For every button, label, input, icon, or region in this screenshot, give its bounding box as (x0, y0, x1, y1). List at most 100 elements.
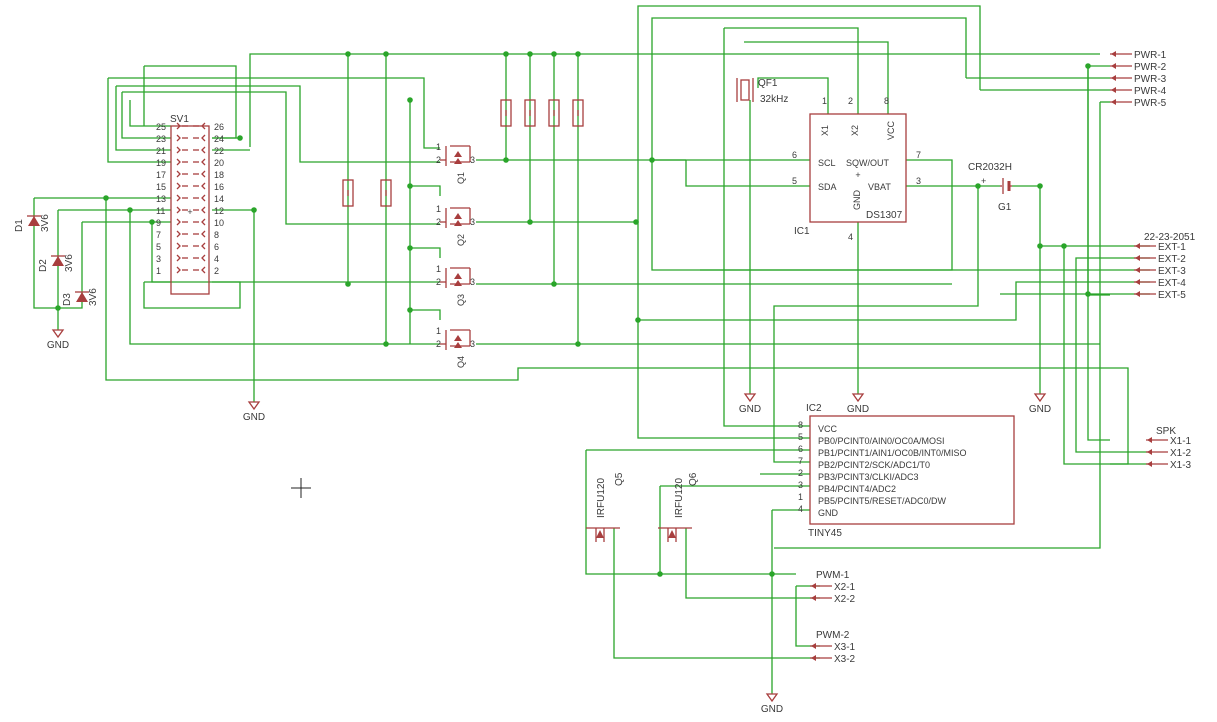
ic1-pinnum-3: 3 (916, 176, 921, 186)
pwr-pin: PWR-4 (1110, 86, 1167, 97)
ext-pin-label: EXT-2 (1158, 254, 1186, 265)
d1-ref: D1 (14, 219, 25, 232)
ic1-pin-sda: SDA (818, 182, 837, 192)
sv1-pin-chevron (176, 230, 181, 238)
ext-pin: EXT-3 (1134, 266, 1186, 277)
gnd-label: GND (761, 704, 783, 715)
mosfet-pin-label: 1 (436, 326, 441, 336)
sv1-pin-chevron (176, 134, 181, 142)
spk-pin: X1-2 (1146, 448, 1192, 459)
resistor-4 (572, 99, 584, 127)
ic1-plus: + (855, 170, 860, 180)
spk-pin: X1-3 (1146, 460, 1192, 471)
pwm1-pin: X2-2 (810, 594, 856, 605)
connectors: PWR-1PWR-2PWR-3PWR-4PWR-5EXT-1EXT-2EXT-3… (810, 50, 1196, 665)
ext-pin-label: EXT-4 (1158, 278, 1186, 289)
ic2-pin-label: PB5/PCINT5/RESET/ADC0/DW (818, 496, 947, 506)
pwm1-pin-label: X2-1 (834, 582, 856, 593)
sv1-pin-chevron (201, 158, 206, 166)
ic1-pin-x2: X2 (850, 125, 860, 136)
battery-g1: CR2032H G1 + (968, 162, 1012, 213)
ic2-pin-number: 5 (798, 432, 803, 442)
sv1-pin-chevron (176, 170, 181, 178)
sv1-pin-label: 3 (156, 254, 161, 264)
wires (33, 5, 1150, 694)
ic2-pin-number: 8 (798, 420, 803, 430)
sv1-pin-label: 9 (156, 218, 161, 228)
pwr-pin-label: PWR-1 (1134, 50, 1167, 61)
sv1-pin-chevron (176, 182, 181, 190)
pwm2-pin-label: X3-1 (834, 642, 856, 653)
qf1-value: 32kHz (760, 94, 788, 105)
ic2-pin-number: 1 (798, 492, 803, 502)
d2-ref: D2 (38, 259, 49, 272)
ic2-pin-label: PB4/PCINT4/ADC2 (818, 484, 896, 494)
ic1-pinnum-4: 4 (848, 232, 853, 242)
g1-ref: G1 (998, 202, 1012, 213)
ic2-pin-label: VCC (818, 424, 838, 434)
q4-ref: Q4 (456, 356, 466, 368)
gnd-icon: GND (243, 401, 265, 423)
sv1-pin-label: 14 (214, 194, 224, 204)
sv1-pin-label: 19 (156, 158, 166, 168)
q2-ref: Q2 (456, 234, 466, 246)
sv1-pin-label: 12 (214, 206, 224, 216)
q5-value: IRFU120 (596, 478, 607, 518)
mosfet-q5: IRFU120 Q5 (586, 472, 625, 542)
sv1-pin-chevron (201, 146, 206, 154)
ic1-pin-sqw: SQW/OUT (846, 158, 889, 168)
crystal-qf1: QF1 32kHz (736, 78, 788, 105)
pwr-pin-label: PWR-3 (1134, 74, 1167, 85)
spk-pin-label: X1-2 (1170, 448, 1192, 459)
ic2-pin-label: PB3/PCINT3/CLKI/ADC3 (818, 472, 919, 482)
capacitor-1 (342, 179, 354, 207)
ic1-pin-scl: SCL (818, 158, 836, 168)
ext-pin: EXT-1 (1134, 242, 1186, 253)
q6-value: IRFU120 (674, 478, 685, 518)
gnd-icon: GND (847, 393, 869, 415)
pwm2-pin-label: X3-2 (834, 654, 856, 665)
pwm2-title: PWM-2 (816, 630, 850, 641)
diode-d1: D1 3V6 (14, 214, 51, 232)
ic1-pinnum-1: 1 (822, 96, 827, 106)
ic2-pin-label: PB1/PCINT1/AIN1/OC0B/INT0/MISO (818, 448, 967, 458)
mosfet-pin-label: 3 (470, 277, 475, 287)
q1-ref: Q1 (456, 172, 466, 184)
sv1-pin-chevron (176, 122, 181, 130)
ic1-pin-x1: X1 (820, 125, 830, 136)
zener-diodes: D1 3V6 D2 3V6 D3 3V6 (14, 214, 99, 306)
mosfet-pin-label: 2 (436, 339, 441, 349)
sv1-pin-label: 16 (214, 182, 224, 192)
sv1-pin-chevron (176, 266, 181, 274)
sv1-pin-label: 22 (214, 146, 224, 156)
sv1-pin-chevron (176, 194, 181, 202)
diode-d3: D3 3V6 (62, 288, 99, 306)
ic1-pinnum-7: 7 (916, 150, 921, 160)
ic1-pinnum-5: 5 (792, 176, 797, 186)
ext-pin-label: EXT-1 (1158, 242, 1186, 253)
mosfet-pin-label: 2 (436, 217, 441, 227)
pwm1-pin: X2-1 (810, 582, 856, 593)
mosfet-pin-label: 3 (470, 217, 475, 227)
sv1-pin-label: 11 (156, 206, 165, 216)
sv1-pin-label: 24 (214, 134, 224, 144)
pwm2-pin: X3-2 (810, 654, 856, 665)
capacitor-2 (380, 179, 392, 207)
gnd-label: GND (739, 404, 761, 415)
sv1-pin-label: 15 (156, 182, 166, 192)
ic1-pinnum-6: 6 (792, 150, 797, 160)
d3-value: 3V6 (88, 288, 99, 306)
pwm1-pin-label: X2-2 (834, 594, 856, 605)
mosfet-pin-label: 2 (436, 155, 441, 165)
ic2-pin-number: 3 (798, 480, 803, 490)
ic1-ds1307: X1 X2 VCC SCL SDA SQW/OUT VBAT GND + DS1… (792, 96, 921, 242)
mosfet-q6: IRFU120 Q6 (658, 472, 699, 542)
sv1-pin-chevron (176, 146, 181, 154)
gnd-icon: GND (1029, 393, 1051, 415)
sv1-pin-label: 4 (214, 254, 219, 264)
sv1-pin-chevron (176, 206, 181, 214)
